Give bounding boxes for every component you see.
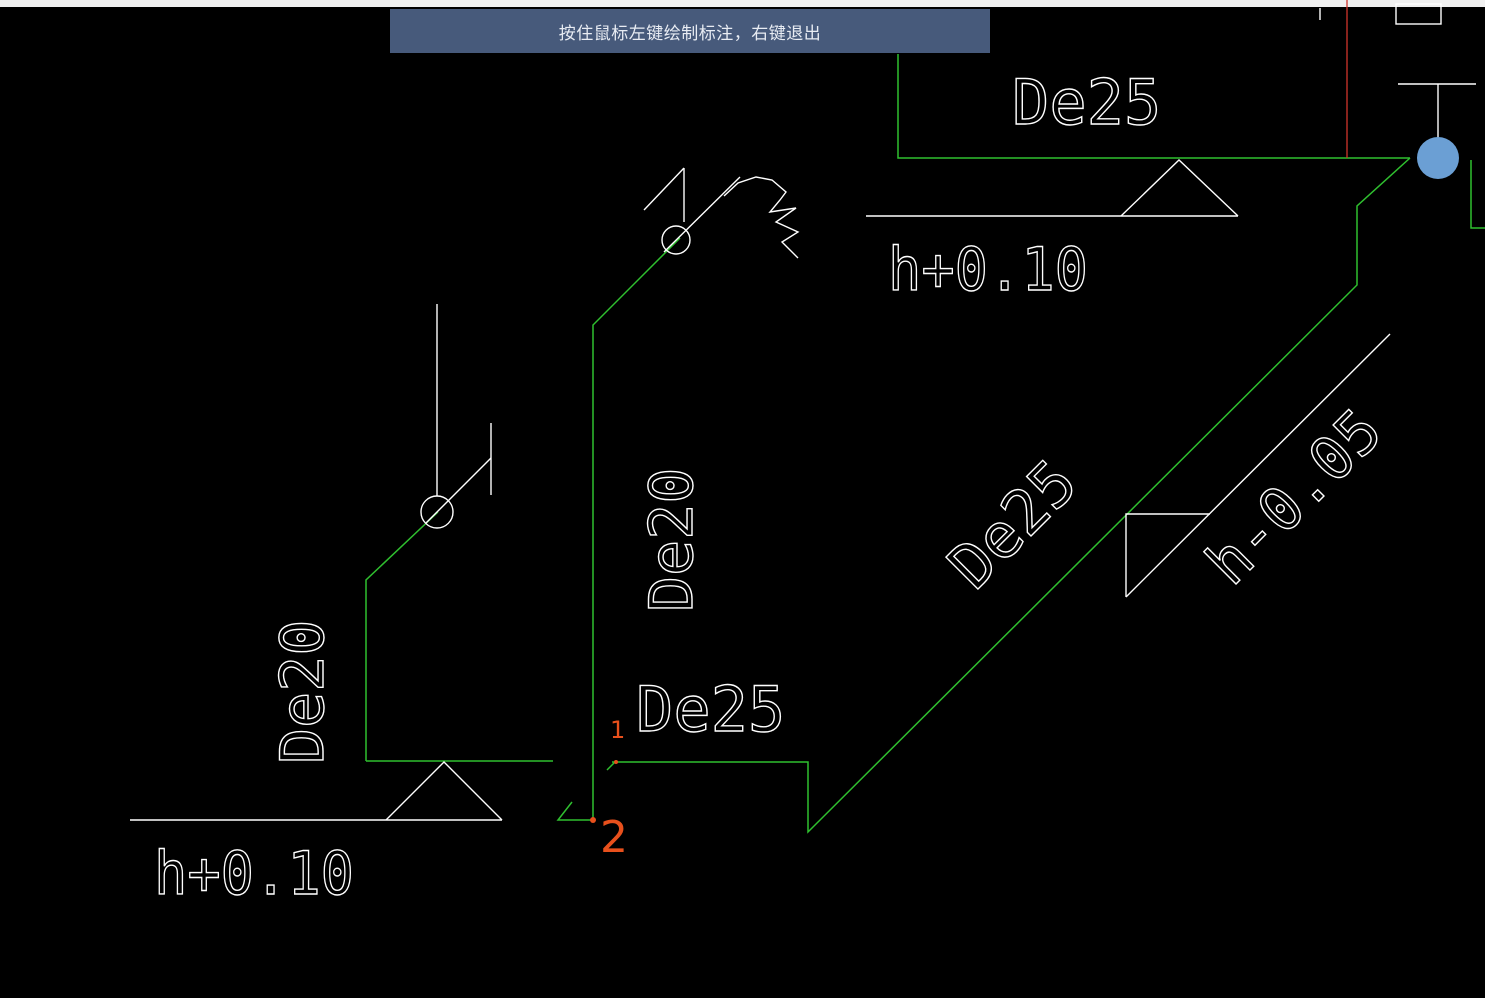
marker-label-2: 2 [600, 812, 628, 863]
riser-circle-upper [661, 225, 691, 255]
label-h-diagonal: h-0.05 [1193, 396, 1396, 599]
pipe-short-tick [606, 761, 616, 771]
pipe-node[interactable] [1417, 137, 1459, 179]
label-h-bottom: h+0.10 [154, 839, 354, 909]
elevation-triangle-top [1120, 159, 1239, 217]
marker-label-1: 1 [610, 716, 625, 744]
elevation-triangle-bottom [385, 761, 503, 821]
label-de20-upper: De20 [637, 468, 707, 613]
pipe-main-diagonal [612, 157, 1411, 834]
label-de25-mid: De25 [636, 673, 785, 746]
label-de20-lower: De20 [268, 620, 338, 765]
label-h-top: h+0.10 [888, 235, 1088, 305]
hint-text: 按住鼠标左键绘制标注，右键退出 [558, 23, 822, 44]
label-de25-top: De25 [1012, 66, 1161, 139]
label-de25-diagonal: De25 [934, 445, 1091, 602]
pipe-lines [365, 54, 1485, 834]
hint-bar: 按住鼠标左键绘制标注，右键退出 [390, 9, 990, 53]
riser-branch-upper [643, 167, 685, 211]
pipe-top-horizontal [897, 54, 1410, 159]
marker-point-1-dot [614, 760, 618, 764]
elevation-line-diagonal [1125, 333, 1391, 598]
riser-diag-lower [425, 457, 492, 524]
annotation-geometry [130, 3, 1476, 821]
marker-point-2-dot [590, 817, 596, 823]
pipe-riser-upper [592, 237, 681, 818]
pipe-elbow [556, 801, 592, 821]
elevation-triangle-diagonal [1125, 513, 1210, 597]
valve-symbol [723, 176, 800, 259]
pipe-right-edge [1470, 160, 1485, 229]
riser-diag-upper [663, 176, 741, 253]
top-right-box [1395, 3, 1442, 25]
top-strip [0, 0, 1485, 7]
pipe-riser-lower [365, 511, 439, 761]
